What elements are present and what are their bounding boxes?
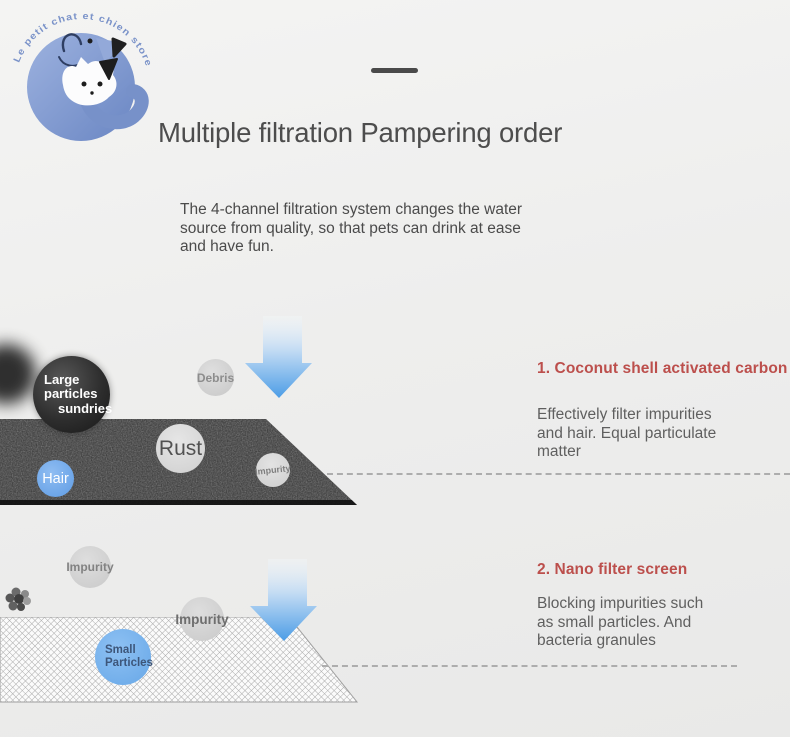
intro-line-3: and have fun. [180, 238, 274, 255]
step1-body-line2: and hair. Equal particulate [537, 424, 717, 442]
granule-cluster [5, 587, 31, 611]
particle-impurity-3: Impurity [175, 597, 229, 641]
particle-small-particles: Small Particles [95, 629, 153, 685]
particle-impurity-2-label: Impurity [66, 560, 114, 574]
store-logo: Le petit chat et chien store [11, 10, 154, 141]
step1-description: Effectively filter impurities and hair. … [537, 406, 716, 462]
particle-large-sundries: Large particles sundries [33, 356, 113, 433]
logo-cat-eye-left [81, 81, 87, 87]
particle-rust: Rust [156, 424, 205, 473]
step2-body-line2: as small particles. And [537, 613, 692, 631]
particle-impurity-1-label: Impurity [254, 463, 292, 477]
logo-dog-tail [81, 84, 149, 130]
intro-line-2: source from quality, so that pets can dr… [180, 219, 521, 237]
particle-impurity-2: Impurity [66, 546, 114, 588]
particle-large-line2: particles [44, 386, 98, 402]
particle-rust-label: Rust [158, 436, 203, 460]
step1-heading: 1. Coconut shell activated carbon [537, 360, 788, 377]
logo-dog-eye [87, 38, 93, 44]
step2-body-line1: Blocking impurities such [537, 595, 704, 612]
particle-hair-label: Hair [42, 470, 69, 487]
particle-impurity-3-label: Impurity [175, 611, 229, 627]
particle-large-line3: sundries [58, 400, 113, 416]
filter-layer-nano-mesh [0, 617, 359, 703]
particle-large-line1: Large [44, 371, 80, 387]
logo-dog-nose [111, 37, 127, 58]
logo-cat-nose [90, 91, 94, 95]
particle-debris-label: Debris [196, 370, 235, 385]
step1-body-line3: matter [537, 443, 581, 460]
page-title: Multiple filtration Pampering order [158, 117, 563, 148]
blurred-particle [0, 344, 36, 404]
intro-line-1: The 4-channel filtration system changes … [180, 201, 523, 218]
down-arrow-icon [250, 559, 317, 641]
logo-dog-ear [61, 33, 83, 53]
step2-description: Blocking impurities such as small partic… [537, 595, 703, 651]
step2-heading: 2. Nano filter screen [537, 561, 688, 578]
dashed-separator-2 [322, 665, 737, 667]
logo-cat-ear [99, 58, 118, 80]
intro-paragraph: The 4-channel filtration system changes … [180, 201, 522, 257]
dashed-separator-1 [327, 473, 790, 475]
particle-impurity-1: Impurity [254, 453, 292, 487]
title-divider [371, 68, 418, 73]
down-arrow-icon [245, 316, 312, 398]
particle-hair: Hair [37, 460, 74, 497]
particle-small-line2: Particles [105, 657, 153, 669]
step2-body-line3: bacteria granules [537, 632, 656, 649]
particle-debris: Debris [197, 359, 234, 396]
logo-cat-eye-right [97, 81, 103, 87]
particle-small-line1: Small [105, 644, 136, 656]
step1-body-line1: Effectively filter impurities [537, 406, 712, 423]
